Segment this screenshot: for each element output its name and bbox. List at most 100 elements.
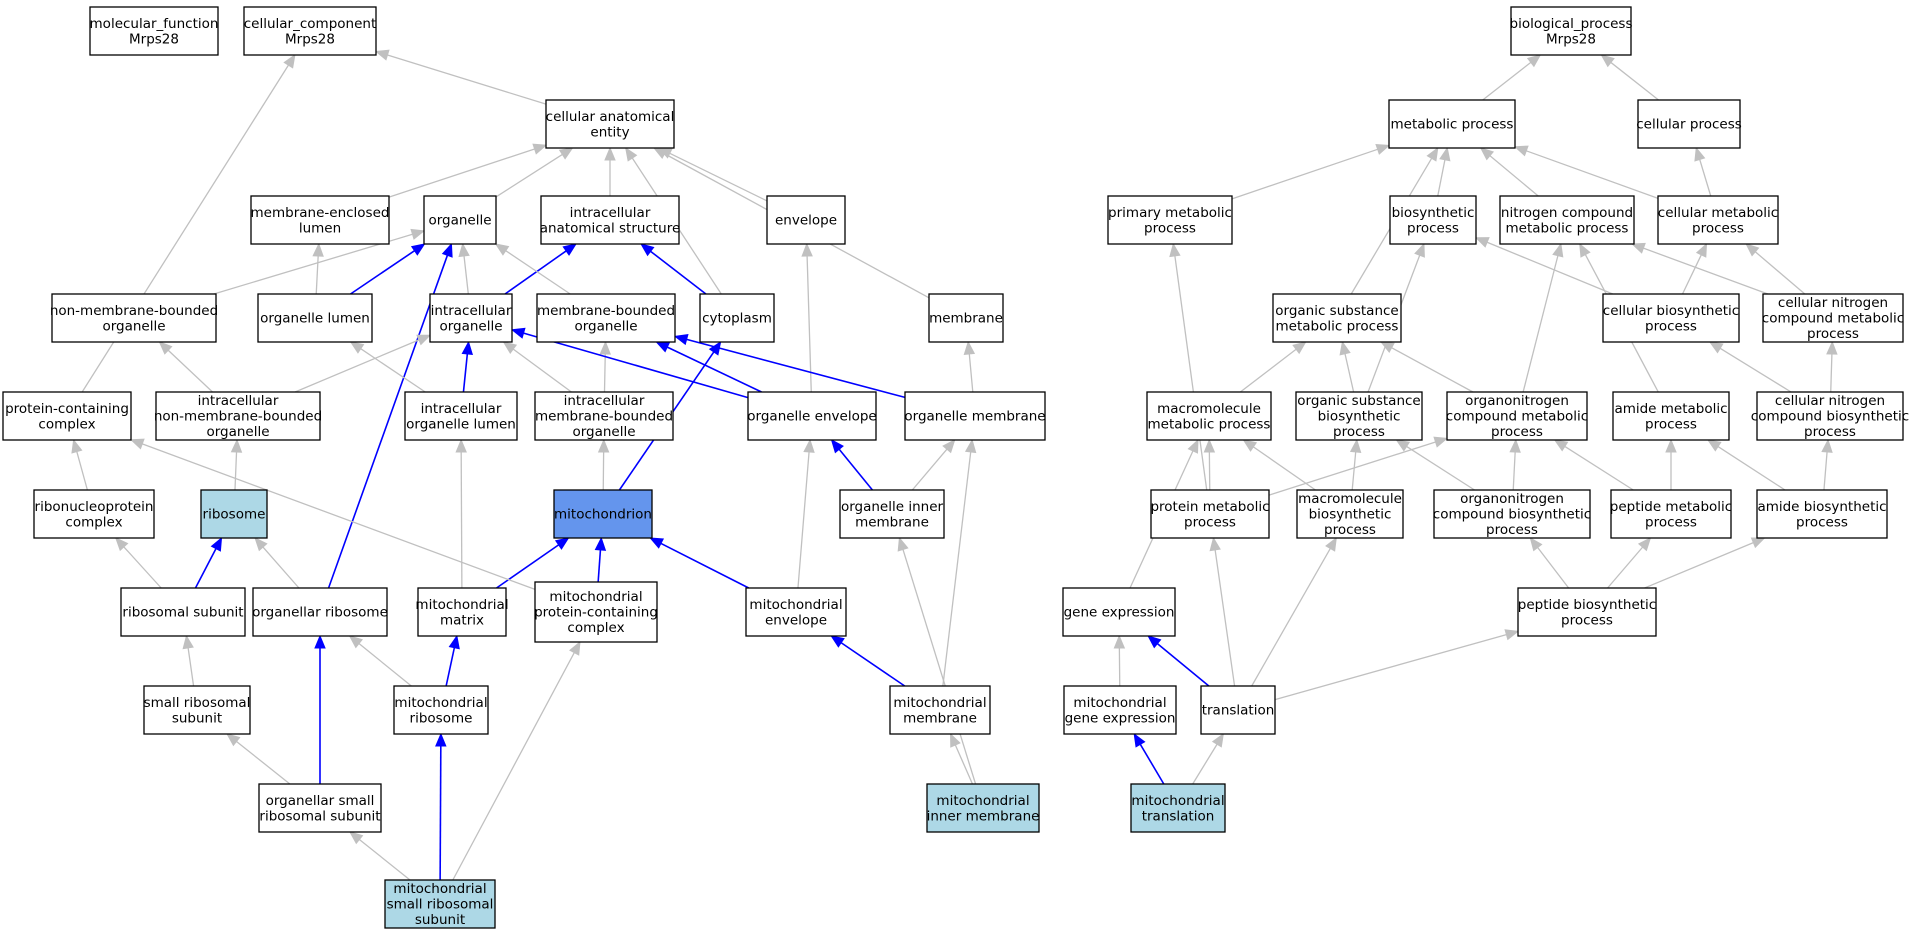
term-box[interactable] [1295,391,1423,441]
term-node-env[interactable]: envelope [766,195,846,245]
term-box[interactable] [417,587,507,637]
term-node-cp[interactable]: cellular process [1636,99,1742,149]
term-box[interactable] [89,6,219,56]
term-box[interactable] [1756,489,1888,539]
term-node-mito[interactable]: mitochondrion [553,489,653,539]
term-node-cyto[interactable]: cytoplasm [699,293,775,343]
term-box[interactable] [393,685,489,735]
term-box[interactable] [384,879,496,929]
term-box[interactable] [1150,489,1270,539]
term-node-inmbo[interactable]: intracellularnon-membrane-boundedorganel… [154,391,322,441]
term-box[interactable] [423,195,497,245]
term-box[interactable] [1637,99,1741,149]
term-box[interactable] [1063,685,1177,735]
term-box[interactable] [928,293,1004,343]
term-box[interactable] [2,391,132,441]
term-box[interactable] [1612,391,1730,441]
term-box[interactable] [1756,391,1904,441]
term-box[interactable] [252,587,388,637]
term-box[interactable] [1130,783,1226,833]
term-box[interactable] [1388,99,1516,149]
term-node-omem[interactable]: organelle membrane [904,391,1046,441]
term-box[interactable] [257,293,373,343]
term-box[interactable] [839,489,945,539]
term-box[interactable] [1510,6,1632,56]
term-box[interactable] [889,685,991,735]
term-box[interactable] [1433,489,1591,539]
term-box[interactable] [553,489,653,539]
term-node-oenv[interactable]: organelle envelope [747,391,877,441]
term-box[interactable] [1657,195,1779,245]
term-box[interactable] [1446,391,1588,441]
term-box[interactable] [1296,489,1404,539]
term-box[interactable] [51,293,217,343]
term-box[interactable] [1610,489,1732,539]
term-box[interactable] [429,293,513,343]
term-node-trans[interactable]: translation [1200,685,1276,735]
term-node-orib[interactable]: organellar ribosome [252,587,388,637]
term-box[interactable] [1602,293,1740,343]
term-box[interactable] [545,99,675,149]
term-box[interactable] [1389,195,1477,245]
term-node-mem[interactable]: membrane [928,293,1004,343]
term-box[interactable] [1200,685,1276,735]
term-box[interactable] [534,581,658,643]
term-box[interactable] [258,783,382,833]
term-box[interactable] [155,391,321,441]
term-node-ge[interactable]: gene expression [1062,587,1176,637]
term-node-rsub[interactable]: ribosomal subunit [120,587,246,637]
term-box[interactable] [926,783,1040,833]
term-box[interactable] [33,489,155,539]
term-box[interactable] [143,685,251,735]
term-box[interactable] [200,489,268,539]
term-box[interactable] [747,391,877,441]
term-box[interactable] [1146,391,1272,441]
term-box[interactable] [250,195,390,245]
term-box[interactable] [904,391,1046,441]
term-box[interactable] [1499,195,1635,245]
term-box[interactable] [243,6,377,56]
term-box[interactable] [120,587,246,637]
term-box[interactable] [534,391,674,441]
